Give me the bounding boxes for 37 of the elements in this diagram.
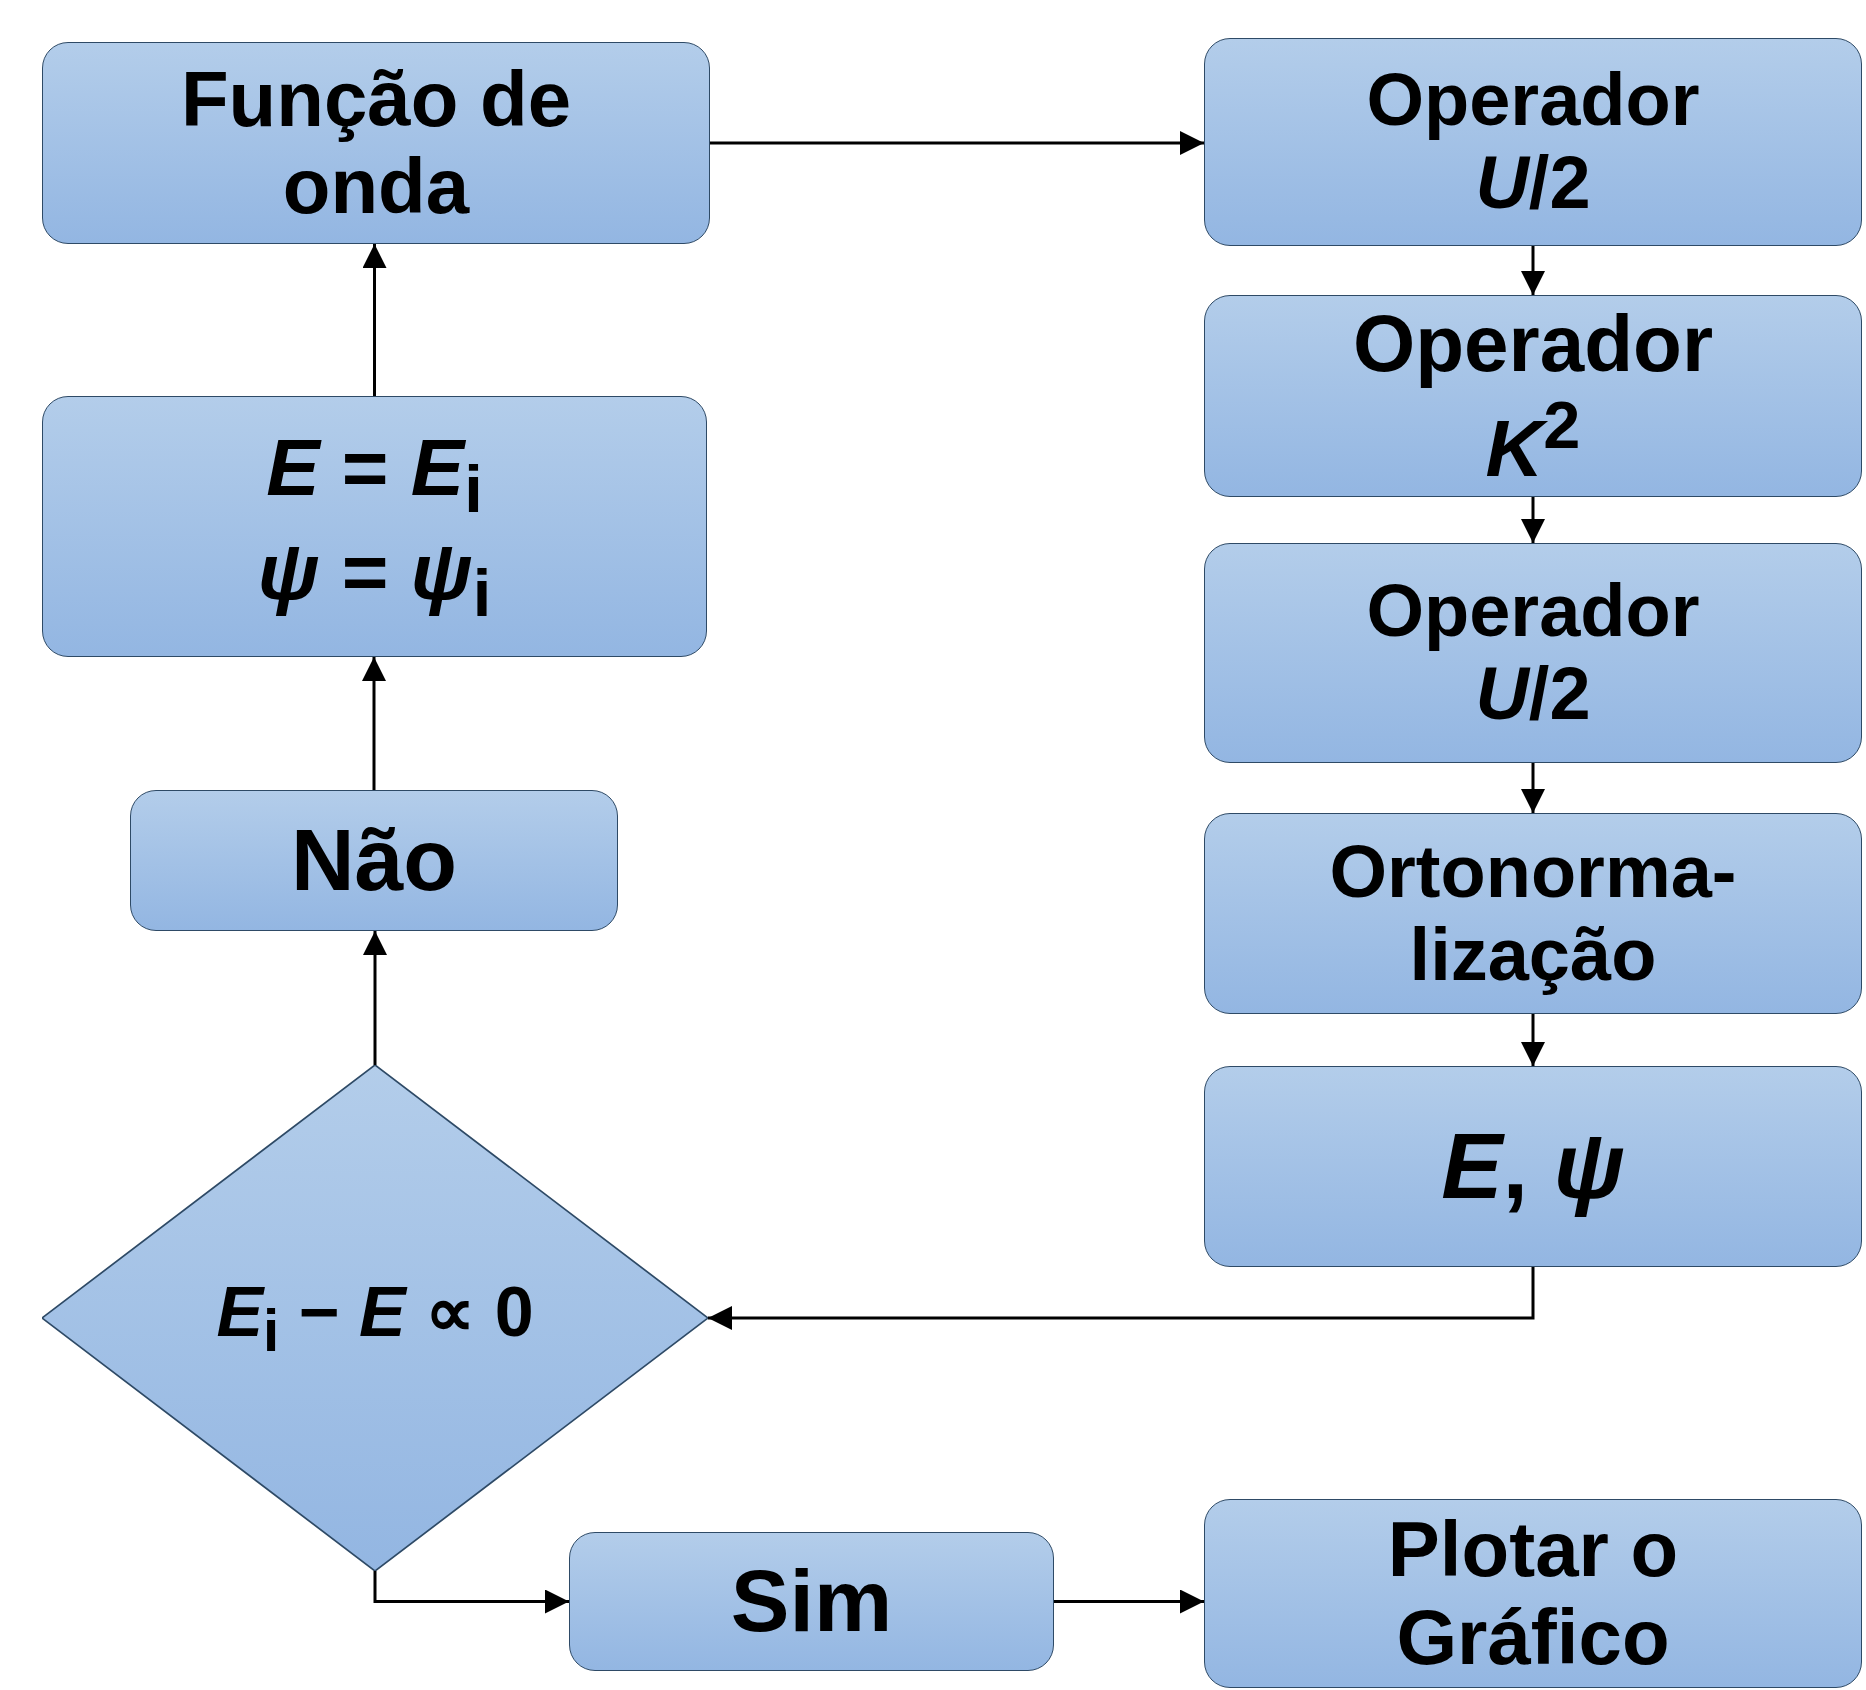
arrow [708,1267,1535,1330]
process-box [1204,813,1862,1014]
process-box [42,42,710,244]
arrow [1054,1589,1204,1614]
process-box [42,396,707,657]
decision-diamond [42,1065,708,1571]
node-label: E$_{i}$ − E ∝ 0 [216,1272,534,1364]
arrow [362,244,387,396]
process-box [569,1532,1054,1671]
node-label: Ortonorma- lização [1328,830,1738,997]
node-label: Plotar o Gráfico [1386,1506,1680,1681]
arrow [710,131,1204,155]
process-box [1204,1066,1862,1267]
arrow [362,657,386,790]
node-label: Operador [1352,298,1714,389]
arrow [1521,763,1545,813]
arrow [1521,1014,1545,1066]
arrow [1521,497,1545,543]
process-box [1204,38,1862,246]
node-label: Operador [1366,570,1700,653]
arrow [373,1571,569,1614]
node-label: ψ = ψ$_{i}$ [257,526,492,631]
arrow [363,931,387,1065]
node-label: U/2 [1475,653,1591,736]
process-box [1204,543,1862,763]
node-label: E, ψ [1441,1115,1625,1218]
node-label: U/2 [1475,142,1591,225]
node-label: E = E$_{i}$ [266,422,483,527]
node-label: Não [290,811,458,910]
node-label: Sim [730,1552,893,1651]
process-box [1204,1499,1862,1688]
arrow [1521,246,1545,295]
node-label: Função de onda [179,55,572,231]
process-box [130,790,618,931]
process-box [1204,295,1862,497]
node-label: K$^{2}$ [1485,388,1581,494]
node-label: Operador [1366,59,1700,142]
